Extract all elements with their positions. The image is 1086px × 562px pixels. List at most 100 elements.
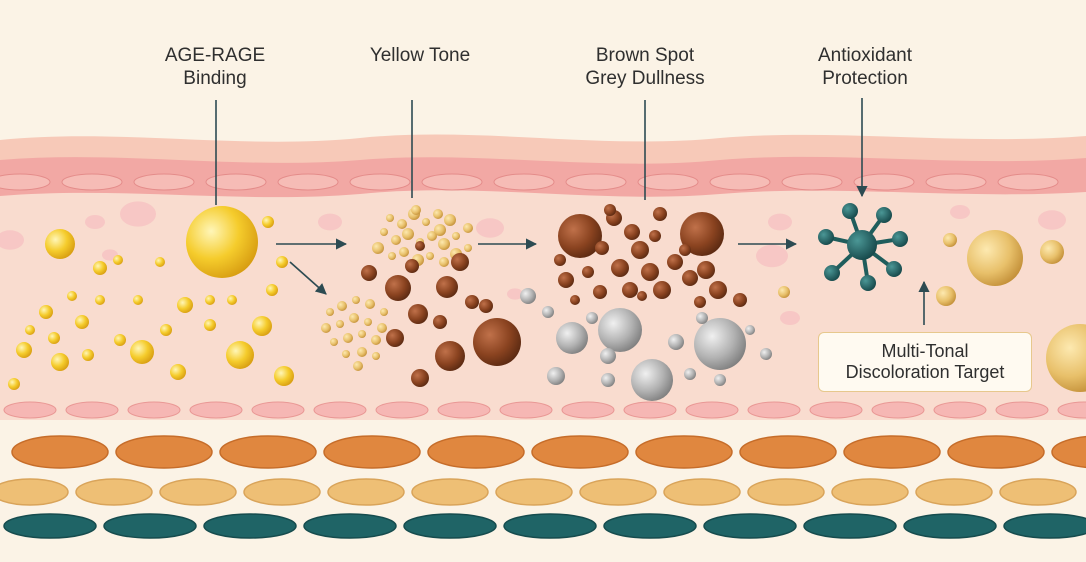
pink-cell xyxy=(127,401,181,419)
epidermis-cell xyxy=(349,173,411,191)
teal-cell xyxy=(203,513,297,539)
epidermis-cell xyxy=(133,173,195,191)
gold-particle xyxy=(391,235,401,245)
teal-cell xyxy=(1003,513,1086,539)
gold-particle xyxy=(388,252,396,260)
gold-particle xyxy=(342,350,350,358)
orange-cell xyxy=(219,435,317,469)
grey-particle xyxy=(745,325,755,335)
brown-particle xyxy=(682,270,698,286)
orange-cell-row xyxy=(11,435,1086,469)
epidermis-cells xyxy=(0,173,1059,191)
gold-particle xyxy=(358,330,366,338)
sand-cell xyxy=(159,478,237,506)
pink-cell xyxy=(871,401,925,419)
gold-particle xyxy=(321,323,331,333)
grey-particle xyxy=(600,348,616,364)
gold-particle xyxy=(399,247,409,257)
yellow-particle xyxy=(266,284,278,296)
dermis-cell xyxy=(950,205,970,219)
gold-particle-large xyxy=(1046,324,1086,392)
gold-particle xyxy=(402,228,414,240)
sand-cell xyxy=(495,478,573,506)
label-brown-spot-grey-dullness: Brown Spot Grey Dullness xyxy=(560,44,730,90)
gold-particle xyxy=(377,323,387,333)
epidermis-cell xyxy=(781,173,843,191)
yellow-particle xyxy=(45,229,75,259)
brown-particle xyxy=(653,207,667,221)
gold-particle xyxy=(365,299,375,309)
teal-cell xyxy=(803,513,897,539)
brown-particle xyxy=(473,318,521,366)
brown-particle xyxy=(570,295,580,305)
grey-particle xyxy=(760,348,772,360)
yellow-particle xyxy=(155,257,165,267)
yellow-particle xyxy=(227,295,237,305)
brown-particle xyxy=(697,261,715,279)
yellow-particle xyxy=(160,324,172,336)
brown-particle xyxy=(631,241,649,259)
basal-pink-cells xyxy=(3,401,1086,419)
sand-cell xyxy=(747,478,825,506)
brown-particle xyxy=(433,315,447,329)
orange-cell xyxy=(11,435,109,469)
gold-particle xyxy=(438,238,450,250)
dermis-cell xyxy=(1038,210,1066,230)
brown-particle xyxy=(641,263,659,281)
brown-particle xyxy=(415,241,425,251)
sand-cell xyxy=(0,478,69,506)
gold-particle-large xyxy=(967,230,1023,286)
brown-particle xyxy=(604,204,616,216)
dermis-cells xyxy=(0,201,1066,325)
pink-cell xyxy=(1057,401,1086,419)
gold-particle xyxy=(336,320,344,328)
label-line: Antioxidant xyxy=(817,45,912,66)
brown-particle xyxy=(593,285,607,299)
yellow-particle xyxy=(16,342,32,358)
orange-cell xyxy=(323,435,421,469)
yellow-particle xyxy=(51,353,69,371)
grey-particle xyxy=(714,374,726,386)
yellow-particle xyxy=(205,295,215,305)
yellow-particle xyxy=(25,325,35,335)
gold-particle xyxy=(371,335,381,345)
pink-cell xyxy=(809,401,863,419)
gold-particle xyxy=(330,338,338,346)
gold-particle xyxy=(452,232,460,240)
brown-particle xyxy=(637,291,647,301)
antioxidant-molecule-icon xyxy=(818,203,908,291)
brown-particle xyxy=(679,244,691,256)
brown-particle xyxy=(405,259,419,273)
brown-particle xyxy=(411,369,429,387)
sand-cell xyxy=(915,478,993,506)
gold-particle xyxy=(353,361,363,371)
label-line: Multi-Tonal xyxy=(881,341,969,361)
epidermis-cell xyxy=(277,173,339,191)
orange-cell xyxy=(115,435,213,469)
yellow-particle xyxy=(48,332,60,344)
orange-cell xyxy=(1051,435,1086,469)
gold-particle xyxy=(439,257,449,267)
dermis-cell xyxy=(0,230,24,250)
gold-particle xyxy=(427,231,437,241)
grey-particle xyxy=(598,308,642,352)
pink-cell xyxy=(995,401,1049,419)
sand-cell xyxy=(663,478,741,506)
yellow-particle xyxy=(8,378,20,390)
sand-cell xyxy=(579,478,657,506)
dermis-cell xyxy=(507,288,523,300)
label-age-rage-binding: AGE-RAGE Binding xyxy=(140,44,290,90)
brown-particle xyxy=(694,296,706,308)
arrow-flow-2 xyxy=(289,261,327,295)
grey-particle xyxy=(631,359,673,401)
epidermis-cell xyxy=(0,173,51,191)
label-line: Discoloration Target xyxy=(845,362,1005,382)
dermis-cell xyxy=(476,218,504,238)
multi-tonal-target-box: Multi-Tonal Discoloration Target xyxy=(818,332,1032,392)
gold-particle xyxy=(326,308,334,316)
brown-particle xyxy=(611,259,629,277)
label-line: Protection xyxy=(822,68,908,89)
pink-cell xyxy=(251,401,305,419)
epidermis-cell xyxy=(565,173,627,191)
teal-cell xyxy=(703,513,797,539)
